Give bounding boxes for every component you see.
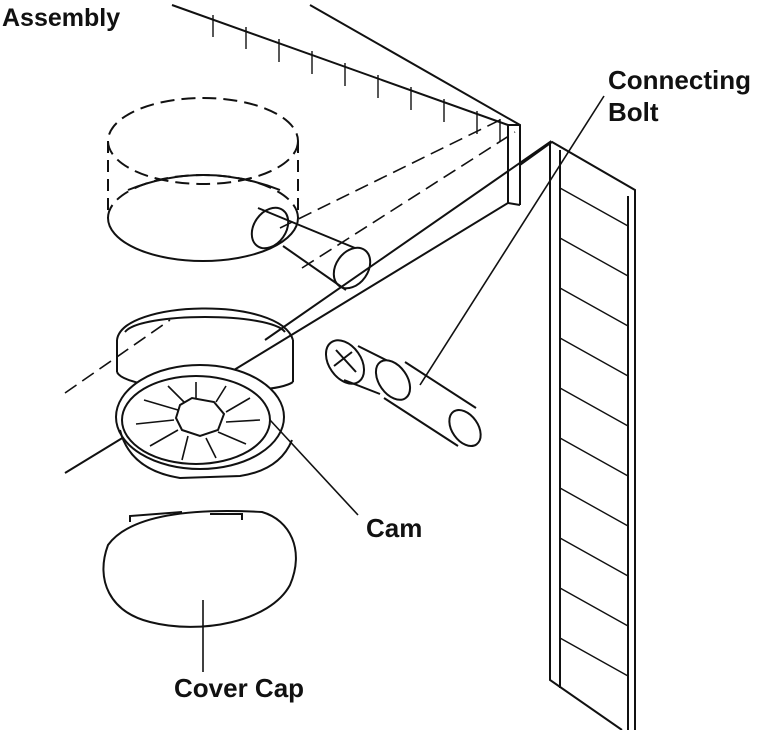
cam-label: Cam <box>366 513 422 543</box>
side-panel <box>264 140 636 730</box>
top-panel <box>64 4 521 474</box>
diagram-title: Assembly <box>2 4 120 32</box>
cover-cap-label: Cover Cap <box>174 673 304 703</box>
connecting-bolt <box>324 339 482 448</box>
cover-cap <box>102 509 297 628</box>
connecting-bolt-label-line2: Bolt <box>608 97 659 127</box>
leader-lines <box>202 95 605 672</box>
cam <box>115 307 294 480</box>
connecting-bolt-label-line1: Connecting <box>608 65 751 95</box>
bolt-channel <box>64 119 516 394</box>
drill-hole <box>107 97 372 291</box>
